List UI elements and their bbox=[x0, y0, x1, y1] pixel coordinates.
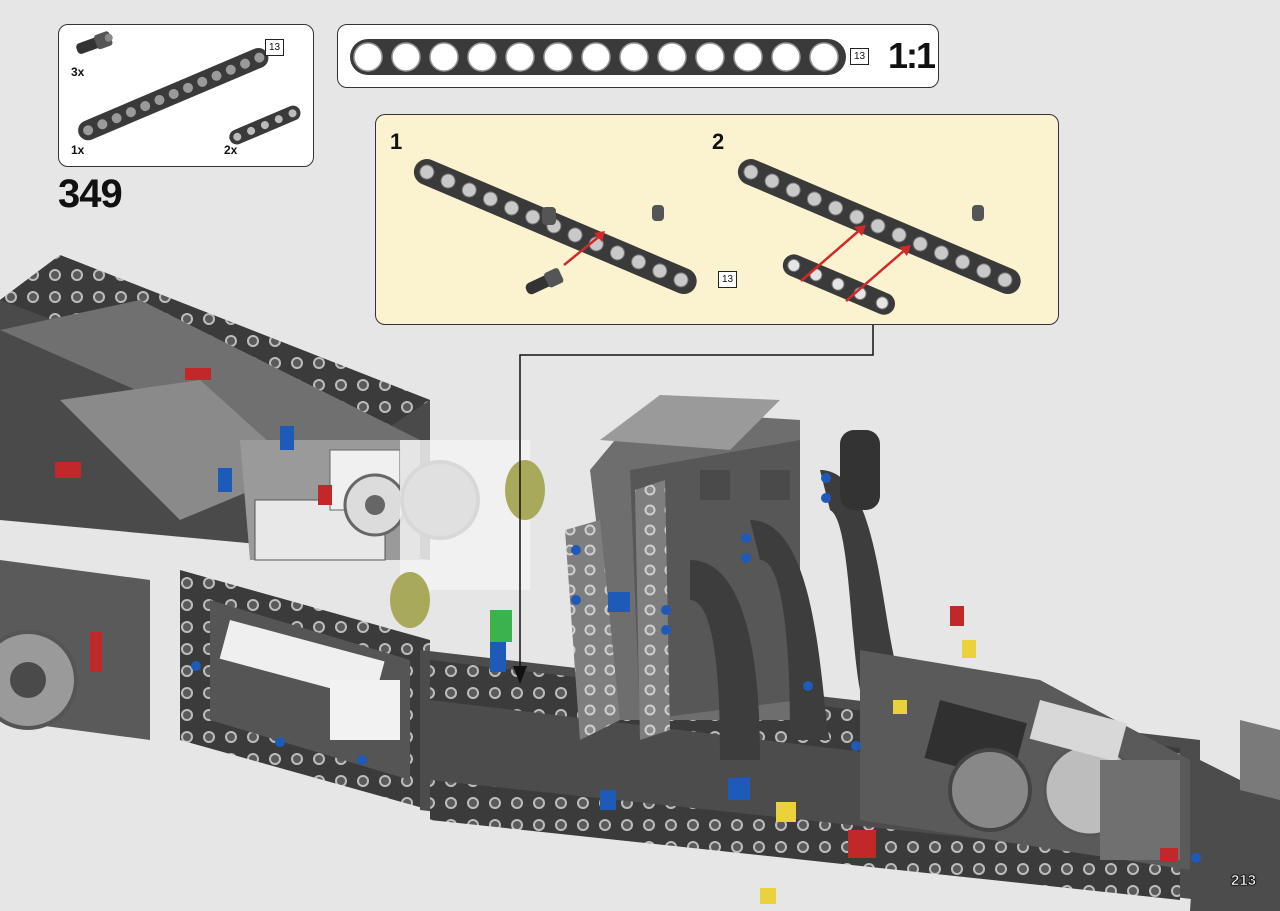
ruler-hole bbox=[467, 42, 497, 72]
substep-1-arrow bbox=[563, 234, 602, 266]
ruler-hole bbox=[619, 42, 649, 72]
substep-callout: 1 2 13 bbox=[375, 114, 1059, 325]
substep-2-arrow-b bbox=[845, 248, 907, 302]
scale-label: 1:1 bbox=[888, 35, 936, 76]
ruler-hole bbox=[353, 42, 383, 72]
ruler-hole bbox=[581, 42, 611, 72]
ruler-hole bbox=[733, 42, 763, 72]
ruler-hole bbox=[391, 42, 421, 72]
substep-2-number: 2 bbox=[712, 129, 725, 154]
substep-2-arrow-a bbox=[800, 228, 862, 282]
substep-1-length-badge: 13 bbox=[718, 271, 737, 288]
axle-connector-part bbox=[76, 31, 113, 54]
substep-1-number: 1 bbox=[390, 129, 403, 154]
ruler-hole bbox=[429, 42, 459, 72]
ruler-hole bbox=[543, 42, 573, 72]
substep-2-small-beam bbox=[782, 254, 896, 315]
parts-illustrations bbox=[76, 31, 301, 145]
ruler-hole bbox=[505, 42, 535, 72]
substep-1-beam bbox=[413, 159, 697, 295]
ruler-hole bbox=[695, 42, 725, 72]
step-number: 349 bbox=[58, 172, 123, 216]
scale-ruler-box: 13 bbox=[337, 24, 939, 88]
beam-5-part bbox=[229, 105, 301, 145]
part-qty-beam-13: 1x bbox=[71, 143, 85, 157]
parts-list-box: 3x 1x 2x 13 bbox=[58, 24, 314, 167]
ruler-hole bbox=[809, 42, 839, 72]
ruler-hole bbox=[771, 42, 801, 72]
ruler-beam bbox=[350, 39, 846, 75]
part-qty-axle-connector: 3x bbox=[71, 65, 85, 79]
ruler-hole bbox=[657, 42, 687, 72]
ruler-length-badge: 13 bbox=[850, 48, 869, 65]
part-qty-beam-5: 2x bbox=[224, 143, 238, 157]
part-length-badge: 13 bbox=[265, 39, 284, 56]
beam-13-part bbox=[78, 48, 269, 141]
page-number: 213 bbox=[1231, 872, 1257, 890]
substep-illustrations bbox=[413, 159, 1021, 315]
substep-2-beam bbox=[737, 159, 1021, 295]
substep-1-connector bbox=[525, 268, 564, 295]
